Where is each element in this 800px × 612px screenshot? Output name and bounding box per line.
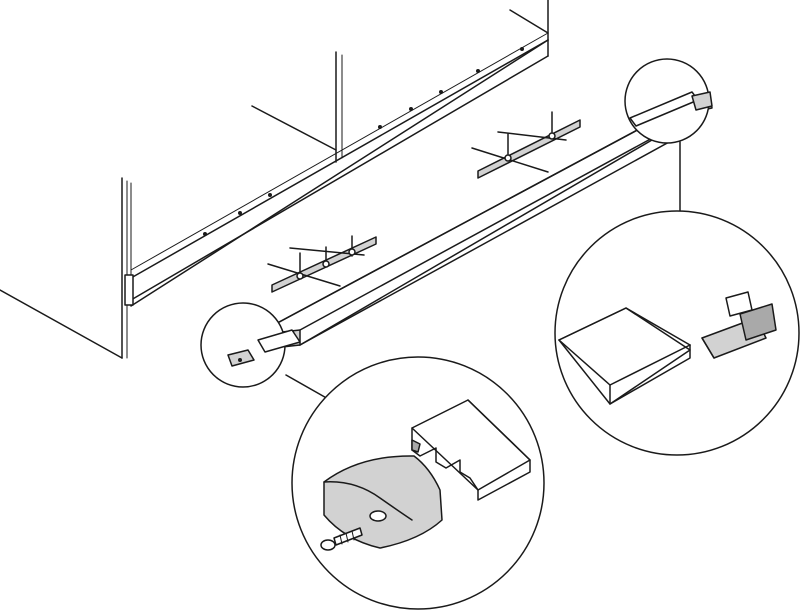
- corner-bracket: [124, 274, 134, 306]
- cabinet: [0, 0, 549, 359]
- plinth-holes: [203, 47, 524, 236]
- plinth-clip-right: [471, 111, 581, 179]
- detail-callout-right: [624, 58, 713, 144]
- leader-line-left: [285, 374, 331, 401]
- zoom-detail-end-fitting: [554, 210, 800, 456]
- plinth-clip-left: [267, 235, 377, 293]
- screw-icon: [320, 527, 363, 551]
- detail-callout-left: [200, 302, 301, 388]
- zoom-detail-end-cap: [291, 356, 545, 610]
